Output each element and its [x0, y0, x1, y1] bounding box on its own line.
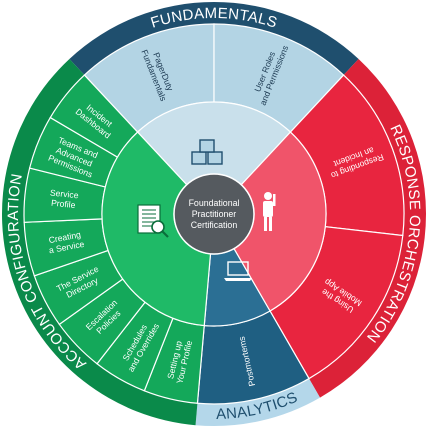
- account-band: [2, 58, 198, 426]
- fundamentals-band: [69, 1, 359, 76]
- blocks-icon: [191, 139, 223, 165]
- document-search-icon: [137, 204, 169, 238]
- response-band: [309, 58, 426, 398]
- center-title-line: Foundational: [189, 198, 240, 208]
- person-icon: [263, 192, 276, 231]
- analytics-band: [195, 378, 320, 426]
- item-label-line: Profile: [51, 198, 76, 210]
- center-title-line: Practitioner: [192, 209, 237, 219]
- center-title-line: Certification: [191, 220, 238, 230]
- item-label-line: Service: [50, 187, 80, 200]
- category-icons: [137, 139, 276, 281]
- account-item-label: ServiceProfile: [49, 187, 80, 210]
- center-hub-circle: [173, 173, 255, 255]
- laptop-icon: [224, 261, 252, 281]
